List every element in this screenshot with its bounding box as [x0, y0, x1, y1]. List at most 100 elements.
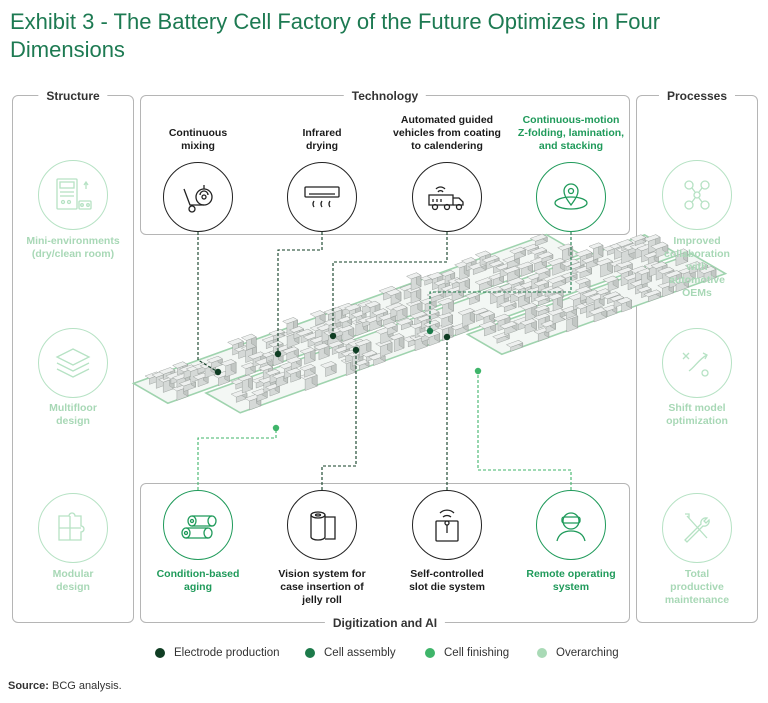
machine-top: [388, 333, 405, 341]
machine-top: [529, 233, 548, 242]
legend-dot-icon: [155, 648, 165, 658]
machine-top: [533, 267, 551, 275]
machine-top: [529, 247, 548, 255]
machine-top: [378, 285, 397, 294]
machine-top: [499, 321, 518, 330]
machine-top: [423, 319, 440, 327]
machine-top: [220, 359, 237, 367]
machine-top: [671, 248, 689, 256]
legend-dot-icon: [305, 648, 315, 658]
machine-top: [361, 350, 378, 358]
machine-top: [547, 286, 564, 295]
slot-die-icon: [412, 490, 482, 560]
machine-top: [392, 304, 408, 312]
machine-top: [172, 361, 189, 369]
logs-icon: [163, 490, 233, 560]
machine-top: [643, 289, 662, 298]
machine-top: [533, 279, 550, 287]
machine-top: [251, 388, 268, 396]
machine-top: [354, 359, 370, 366]
machine-top: [481, 255, 500, 263]
machine-top: [522, 243, 540, 251]
machine-top: [268, 340, 284, 348]
machine-top: [492, 313, 511, 322]
machine-top: [282, 317, 299, 325]
machine-top: [337, 316, 353, 323]
machine-top: [609, 294, 625, 302]
machine-top: [206, 355, 223, 364]
machine-top: [602, 291, 621, 300]
marker-dot: [214, 368, 222, 376]
connector-line: [277, 232, 323, 354]
legend-item-electrode: Electrode production: [155, 647, 279, 659]
legend-item-overarching: Overarching: [537, 647, 619, 659]
tools-icon: [662, 493, 732, 563]
vr-operator-icon: [536, 490, 606, 560]
technology-panel-label: Technology: [343, 89, 427, 103]
machine-top: [629, 234, 647, 242]
machine-top: [519, 302, 538, 311]
machine-top: [282, 346, 299, 354]
machine-top: [698, 266, 717, 274]
machine-top: [461, 257, 477, 264]
machine-top: [320, 361, 337, 369]
machine-top: [289, 326, 305, 333]
machine-top: [350, 310, 367, 318]
machine-top: [426, 272, 444, 280]
machine-top: [505, 340, 524, 348]
machine-top: [533, 305, 550, 312]
puzzle-icon: [38, 493, 108, 563]
legend-dot-icon: [425, 648, 435, 658]
machine-top: [557, 243, 574, 251]
machine-top: [344, 303, 362, 312]
cleanroom-icon: [38, 160, 108, 230]
machine-top: [258, 364, 274, 371]
machine-top: [437, 297, 455, 306]
source-note: Source: BCG analysis.: [8, 680, 122, 692]
machine-top: [536, 251, 554, 259]
machine-top: [616, 296, 633, 305]
machine-top: [440, 270, 456, 277]
machine-top: [299, 347, 316, 355]
connector-line: [332, 232, 448, 336]
machine-top: [309, 310, 326, 318]
marker-dot: [329, 332, 337, 340]
machine-top: [691, 262, 709, 270]
machine-top: [643, 234, 661, 242]
machine-top: [595, 258, 613, 266]
marker-dot: [272, 424, 280, 432]
machine-top: [588, 242, 604, 249]
legend-dot-icon: [537, 648, 547, 658]
machine-top: [268, 328, 286, 337]
machine-top: [423, 308, 440, 316]
machine-top: [650, 261, 668, 269]
machine-top: [285, 356, 302, 364]
machine-top: [295, 328, 313, 337]
machine-top: [488, 260, 504, 267]
machine-top: [502, 265, 521, 274]
machine-top: [547, 293, 563, 301]
agv-truck-icon: [412, 162, 482, 232]
machine-top: [478, 310, 495, 318]
infrared-dryer-icon: [287, 162, 357, 232]
connector-line: [197, 428, 277, 490]
machine-top: [371, 308, 389, 316]
layers-icon: [38, 328, 108, 398]
machine-top: [464, 292, 480, 299]
machine-top: [265, 369, 281, 376]
mixer-icon: [163, 162, 233, 232]
machine-top: [547, 257, 566, 266]
machine-top: [395, 317, 414, 326]
connector-line: [429, 232, 572, 331]
machine-top: [457, 308, 476, 316]
connector-lines: [197, 232, 572, 490]
legend-item-cell-finishing: Cell finishing: [425, 647, 509, 659]
